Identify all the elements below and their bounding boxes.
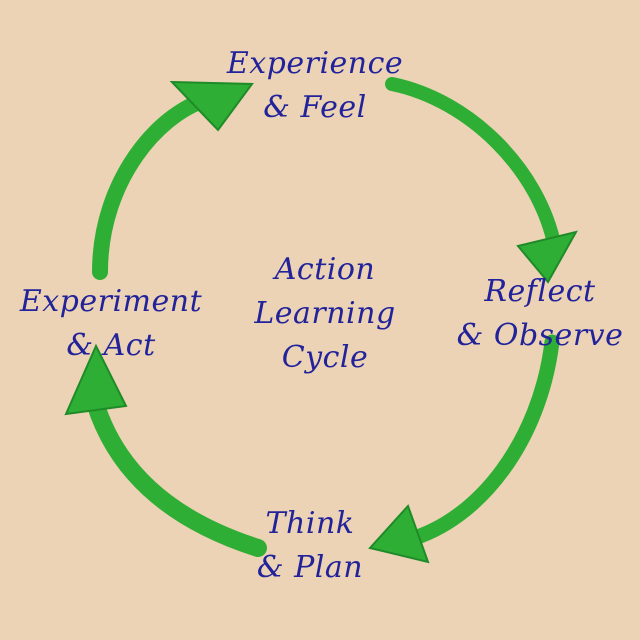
center-title-line-1: Action [274,252,376,287]
arrow-think-to-experiment [64,343,267,557]
arrow-reflect-to-think [368,334,560,564]
node-right-line-2: & Observe [456,318,624,353]
node-top-line-1: Experience [226,46,404,81]
node-bottom-line-2: & Plan [256,550,364,585]
center-title-line-2: Learning [254,296,396,331]
node-bottom-line-1: Think [265,506,355,541]
node-reflect-observe: Reflect & Observe [440,270,640,358]
arrow-experiment-to-experience [92,80,254,280]
center-title: Action Learning Cycle [200,248,450,380]
node-top-line-2: & Feel [263,90,367,125]
node-experiment-act: Experiment & Act [6,280,216,368]
node-think-plan: Think & Plan [220,502,400,590]
node-left-line-2: & Act [66,328,156,363]
node-experience-feel: Experience & Feel [210,42,420,130]
node-left-line-1: Experiment [19,284,203,319]
center-title-line-3: Cycle [281,340,369,375]
arrow-experience-to-reflect [385,77,578,284]
node-right-line-1: Reflect [484,274,596,309]
